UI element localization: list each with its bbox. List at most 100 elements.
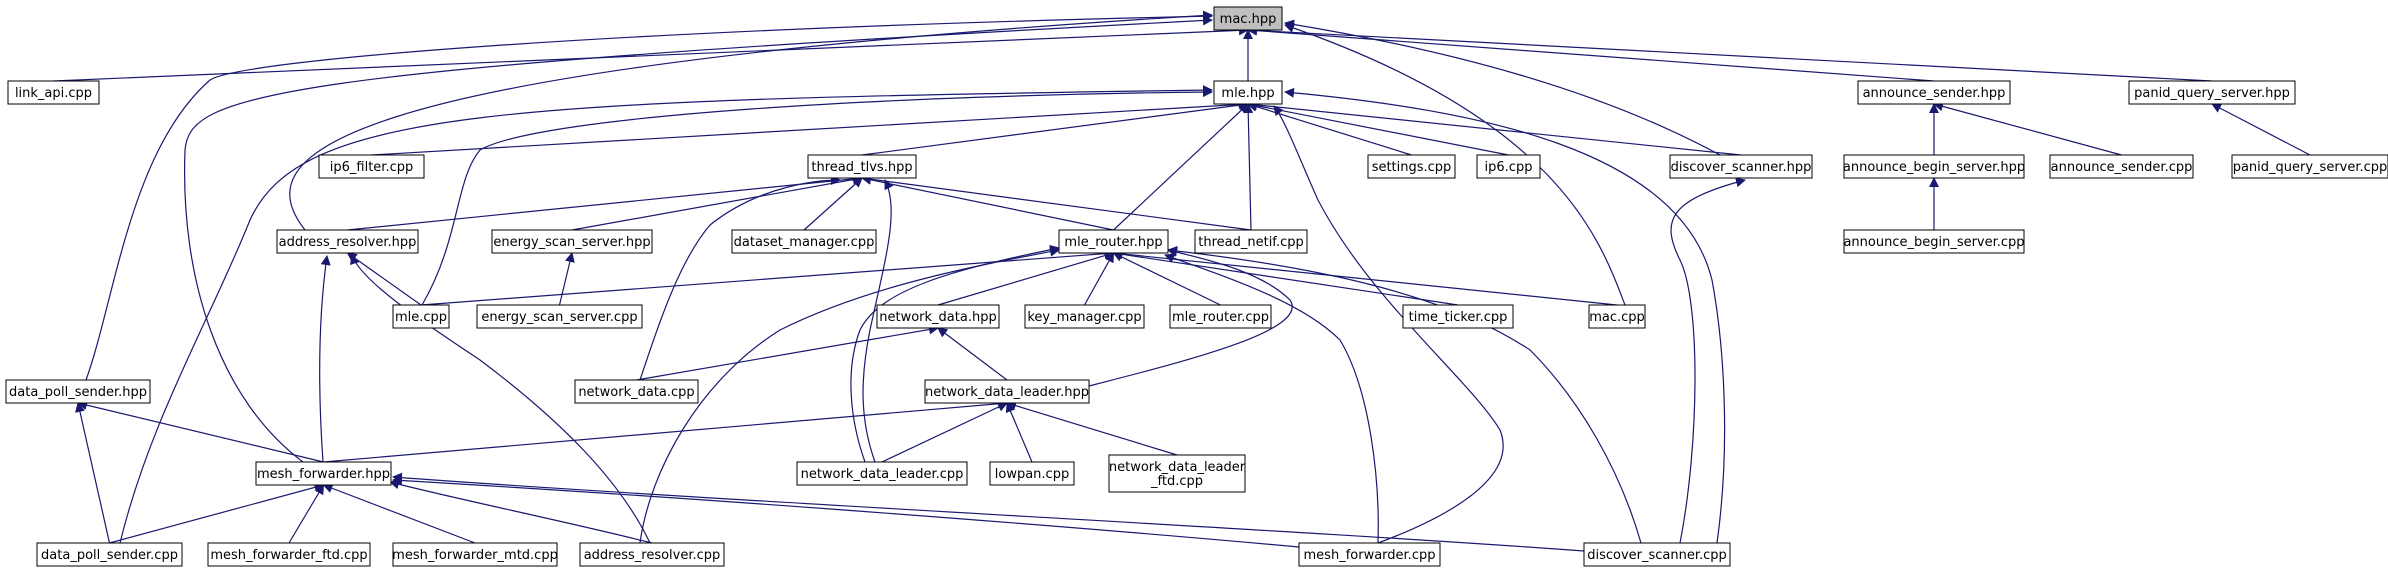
node-label: network_data.hpp <box>879 310 996 325</box>
node-mesh-forwarder-ftd-cpp[interactable]: mesh_forwarder_ftd.cpp <box>207 542 371 567</box>
node-mesh-forwarder-hpp[interactable]: mesh_forwarder.hpp <box>255 461 392 486</box>
node-mle-cpp[interactable]: mle.cpp <box>392 304 450 329</box>
edge-announce-sender-cpp-to-announce-sender-hpp <box>1933 101 2122 156</box>
node-label: mle_router.hpp <box>1064 235 1162 250</box>
node-box <box>255 461 392 486</box>
edge-address-resolver-cpp-to-mesh-forwarder-hpp <box>389 479 653 544</box>
node-discover-scanner-hpp[interactable]: discover_scanner.hpp <box>1669 154 1813 179</box>
node-box <box>1843 154 2025 179</box>
edge-data-poll-sender-cpp-to-data-poll-sender-hpp <box>75 402 111 544</box>
node-box <box>392 304 450 329</box>
node-label: mesh_forwarder.cpp <box>1304 548 1436 563</box>
node-network-data-leader-ftd-cpp[interactable]: network_data_leader_ftd.cpp <box>1108 454 1246 493</box>
node-time-ticker-cpp[interactable]: time_ticker.cpp <box>1402 304 1514 329</box>
node-settings-cpp[interactable]: settings.cpp <box>1367 154 1456 179</box>
node-address-resolver-cpp[interactable]: address_resolver.cpp <box>579 542 725 567</box>
node-network-data-leader-cpp[interactable]: network_data_leader.cpp <box>796 461 968 486</box>
node-box <box>807 154 917 179</box>
node-data-poll-sender-hpp[interactable]: data_poll_sender.hpp <box>5 379 151 404</box>
edge-mesh-forwarder-hpp-to-data-poll-sender-hpp <box>77 400 324 463</box>
edge-data-poll-sender-cpp-to-mesh-forwarder-hpp <box>109 482 325 544</box>
node-mac-hpp[interactable]: mac.hpp <box>1213 6 1283 31</box>
node-label: panid_query_server.hpp <box>2134 86 2290 101</box>
node-key-manager-cpp[interactable]: key_manager.cpp <box>1024 304 1145 329</box>
node-label: lowpan.cpp <box>995 467 1069 482</box>
edge-discover-scanner-hpp-to-mle-hpp <box>1247 99 1742 156</box>
edge-ip6-filter-cpp-to-mle-hpp <box>371 99 1249 156</box>
node-label: energy_scan_server.cpp <box>481 310 637 325</box>
node-mle-router-cpp[interactable]: mle_router.cpp <box>1169 304 1272 329</box>
node-ip6-filter-cpp[interactable]: ip6_filter.cpp <box>318 154 425 179</box>
edge-thread-netif-cpp-to-mle-hpp <box>1243 103 1254 231</box>
node-box <box>36 542 183 567</box>
node-mesh-forwarder-cpp[interactable]: mesh_forwarder.cpp <box>1298 542 1441 567</box>
edge-data-poll-sender-cpp-to-mle-hpp <box>119 85 1213 544</box>
node-mesh-forwarder-mtd-cpp[interactable]: mesh_forwarder_mtd.cpp <box>392 542 558 567</box>
node-mle-hpp[interactable]: mle.hpp <box>1213 80 1283 105</box>
node-label: link_api.cpp <box>15 86 92 101</box>
node-label: data_poll_sender.cpp <box>41 548 178 563</box>
edge-address-resolver-hpp-to-thread-tlvs-hpp <box>347 173 863 231</box>
node-panid-query-server-cpp[interactable]: panid_query_server.cpp <box>2231 154 2388 179</box>
node-box <box>2049 154 2194 179</box>
node-dataset-manager-cpp[interactable]: dataset_manager.cpp <box>731 229 877 254</box>
node-label: address_resolver.cpp <box>584 548 721 563</box>
node-announce-sender-hpp[interactable]: announce_sender.hpp <box>1857 80 2011 105</box>
node-network-data-leader-hpp[interactable]: network_data_leader.hpp <box>924 379 1090 404</box>
node-link-api-cpp[interactable]: link_api.cpp <box>7 80 100 105</box>
edge-discover-scanner-cpp-to-discover-scanner-hpp <box>1670 177 1746 544</box>
node-announce-begin-server-cpp[interactable]: announce_begin_server.cpp <box>1843 229 2025 254</box>
edge-mac-cpp-to-mle-router-hpp <box>1112 248 1618 306</box>
node-announce-sender-cpp[interactable]: announce_sender.cpp <box>2049 154 2194 179</box>
node-network-data-hpp[interactable]: network_data.hpp <box>876 304 1000 329</box>
node-box <box>731 229 877 254</box>
edge-discover-scanner-hpp-to-mac-hpp <box>1284 19 1721 156</box>
edge-network-data-cpp-to-network-data-hpp <box>636 324 939 381</box>
node-label: energy_scan_server.hpp <box>493 235 650 250</box>
edge-energy-scan-server-hpp-to-thread-tlvs-hpp <box>571 174 863 231</box>
edge-mesh-forwarder-mtd-cpp-to-mesh-forwarder-hpp <box>322 483 476 544</box>
edge-address-resolver-hpp-to-mac-hpp <box>289 10 1213 231</box>
edge-panid-query-server-hpp-to-mac-hpp <box>1247 25 2213 82</box>
edge-discover-scanner-cpp-to-mle-router-hpp <box>1167 246 1642 544</box>
node-label: discover_scanner.cpp <box>1587 548 1727 563</box>
edge-address-resolver-cpp-to-address-resolver-hpp <box>349 254 651 544</box>
nodes-layer: mac.hpp link_api.cpp mle.hpp announce_sende… <box>5 6 2388 567</box>
node-box <box>1024 304 1145 329</box>
node-address-resolver-hpp[interactable]: address_resolver.hpp <box>276 229 419 254</box>
node-network-data-cpp[interactable]: network_data.cpp <box>574 379 699 404</box>
edges-layer <box>53 10 2311 552</box>
node-box <box>579 542 725 567</box>
node-discover-scanner-cpp[interactable]: discover_scanner.cpp <box>1583 542 1731 567</box>
node-box <box>1213 80 1283 105</box>
edge-mesh-forwarder-cpp-to-mesh-forwarder-hpp <box>392 475 1300 548</box>
node-energy-scan-server-cpp[interactable]: energy_scan_server.cpp <box>476 304 643 329</box>
node-label: key_manager.cpp <box>1027 310 1141 325</box>
node-box <box>1213 6 1283 31</box>
node-announce-begin-server-hpp[interactable]: announce_begin_server.hpp <box>1843 154 2025 179</box>
node-lowpan-cpp[interactable]: lowpan.cpp <box>989 461 1075 486</box>
node-label: announce_begin_server.hpp <box>1843 160 2025 175</box>
node-energy-scan-server-hpp[interactable]: energy_scan_server.hpp <box>491 229 653 254</box>
node-label: announce_begin_server.cpp <box>1843 235 2024 250</box>
node-label: mesh_forwarder_ftd.cpp <box>210 548 367 563</box>
node-label: network_data_leader.hpp <box>925 385 1089 400</box>
edge-mle-router-hpp-to-thread-tlvs-hpp <box>861 174 1114 231</box>
edge-address-resolver-cpp-to-mle-router-hpp <box>639 246 1060 544</box>
node-mle-router-hpp[interactable]: mle_router.hpp <box>1058 229 1169 254</box>
node-label: dataset_manager.cpp <box>734 235 875 250</box>
node-mac-cpp[interactable]: mac.cpp <box>1588 304 1646 329</box>
node-box <box>796 461 968 486</box>
node-thread-netif-cpp[interactable]: thread_netif.cpp <box>1194 229 1308 254</box>
node-box <box>1843 229 2025 254</box>
edge-discover-scanner-cpp-to-mesh-forwarder-hpp <box>392 472 1585 552</box>
edge-mle-cpp-to-mle-hpp <box>421 87 1213 306</box>
node-panid-query-server-hpp[interactable]: panid_query_server.hpp <box>2128 80 2296 105</box>
edge-discover-scanner-cpp-to-mle-hpp <box>1284 87 1726 544</box>
node-ip6-cpp[interactable]: ip6.cpp <box>1476 154 1541 179</box>
node-label: network_data_leader_ftd.cpp <box>1109 460 1246 489</box>
edge-network-data-leader-cpp-to-thread-tlvs-hpp <box>862 179 894 463</box>
node-data-poll-sender-cpp[interactable]: data_poll_sender.cpp <box>36 542 183 567</box>
node-thread-tlvs-hpp[interactable]: thread_tlvs.hpp <box>807 154 917 179</box>
